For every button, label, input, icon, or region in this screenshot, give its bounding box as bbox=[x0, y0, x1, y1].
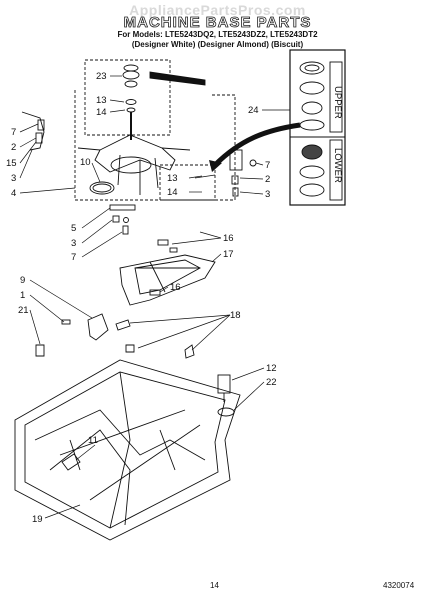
left-hardware bbox=[21, 111, 45, 151]
clip-11 bbox=[61, 453, 81, 471]
part-label-13b: 13 bbox=[167, 173, 178, 184]
part-label-1: 1 bbox=[20, 290, 25, 301]
transmission-assembly bbox=[77, 112, 191, 195]
lower-label: LOWER bbox=[332, 148, 343, 183]
document-number: 4320074 bbox=[383, 581, 415, 590]
brackets bbox=[115, 319, 195, 359]
part-label-19: 19 bbox=[32, 514, 43, 525]
part-label-17: 17 bbox=[223, 249, 234, 260]
part-label-7c: 7 bbox=[71, 252, 76, 263]
part-label-11: 11 bbox=[88, 435, 98, 446]
page-title: MACHINE BASE PARTS bbox=[123, 14, 312, 32]
part-label-15: 15 bbox=[6, 158, 17, 169]
part-label-3b: 3 bbox=[265, 189, 270, 200]
watermark: AppliancePartsPros.com bbox=[129, 2, 306, 18]
part-label-5: 5 bbox=[71, 223, 76, 234]
part-label-16: 16 bbox=[223, 233, 234, 244]
transmission-box bbox=[74, 90, 236, 201]
leader-lines bbox=[19, 75, 290, 519]
color-variants: (Designer White) (Designer Almond) (Bisc… bbox=[131, 40, 304, 49]
clip-group-box bbox=[159, 164, 216, 201]
right-hardware bbox=[229, 149, 257, 197]
base-tray bbox=[119, 254, 216, 306]
clip-16 bbox=[157, 239, 169, 246]
part-label-7b: 7 bbox=[265, 160, 270, 171]
arrow-left-icon bbox=[149, 71, 206, 86]
leveling-leg bbox=[217, 374, 235, 417]
part-label-22: 22 bbox=[266, 377, 277, 388]
part-label-7: 7 bbox=[11, 127, 16, 138]
machine-base-frame bbox=[14, 359, 241, 541]
part-label-18: 18 bbox=[230, 310, 241, 321]
drive-ring bbox=[89, 181, 115, 195]
part-label-12: 12 bbox=[266, 363, 277, 374]
bearing-stack bbox=[122, 64, 140, 113]
part-label-3c: 3 bbox=[71, 238, 76, 249]
part-label-23: 23 bbox=[96, 71, 107, 82]
part-label-21: 21 bbox=[18, 305, 29, 316]
seal-kit-panel bbox=[289, 49, 346, 206]
part-label-16b: 16 bbox=[170, 282, 181, 293]
model-list: For Models: LTE5243DQ2, LTE5243DZ2, LTE5… bbox=[117, 30, 318, 39]
part-label-24: 24 bbox=[248, 105, 259, 116]
curved-arrow-icon bbox=[213, 122, 301, 167]
part-label-2: 2 bbox=[11, 142, 16, 153]
upper-label: UPPER bbox=[332, 86, 343, 119]
part-label-4: 4 bbox=[11, 188, 16, 199]
page-number: 14 bbox=[210, 581, 219, 590]
part-label-14b: 14 bbox=[167, 187, 178, 198]
center-hardware bbox=[109, 204, 136, 235]
part-label-9: 9 bbox=[20, 275, 25, 286]
part-label-3: 3 bbox=[11, 173, 16, 184]
part-labels: 23 13 14 24 7 2 15 3 4 10 13 14 7 2 3 5 … bbox=[6, 71, 343, 525]
part-label-10: 10 bbox=[80, 157, 91, 168]
part-label-13: 13 bbox=[96, 95, 107, 106]
drive-subassembly-box bbox=[84, 59, 171, 136]
part-label-2b: 2 bbox=[265, 174, 270, 185]
switch-bracket bbox=[35, 313, 109, 357]
part-label-14: 14 bbox=[96, 107, 107, 118]
